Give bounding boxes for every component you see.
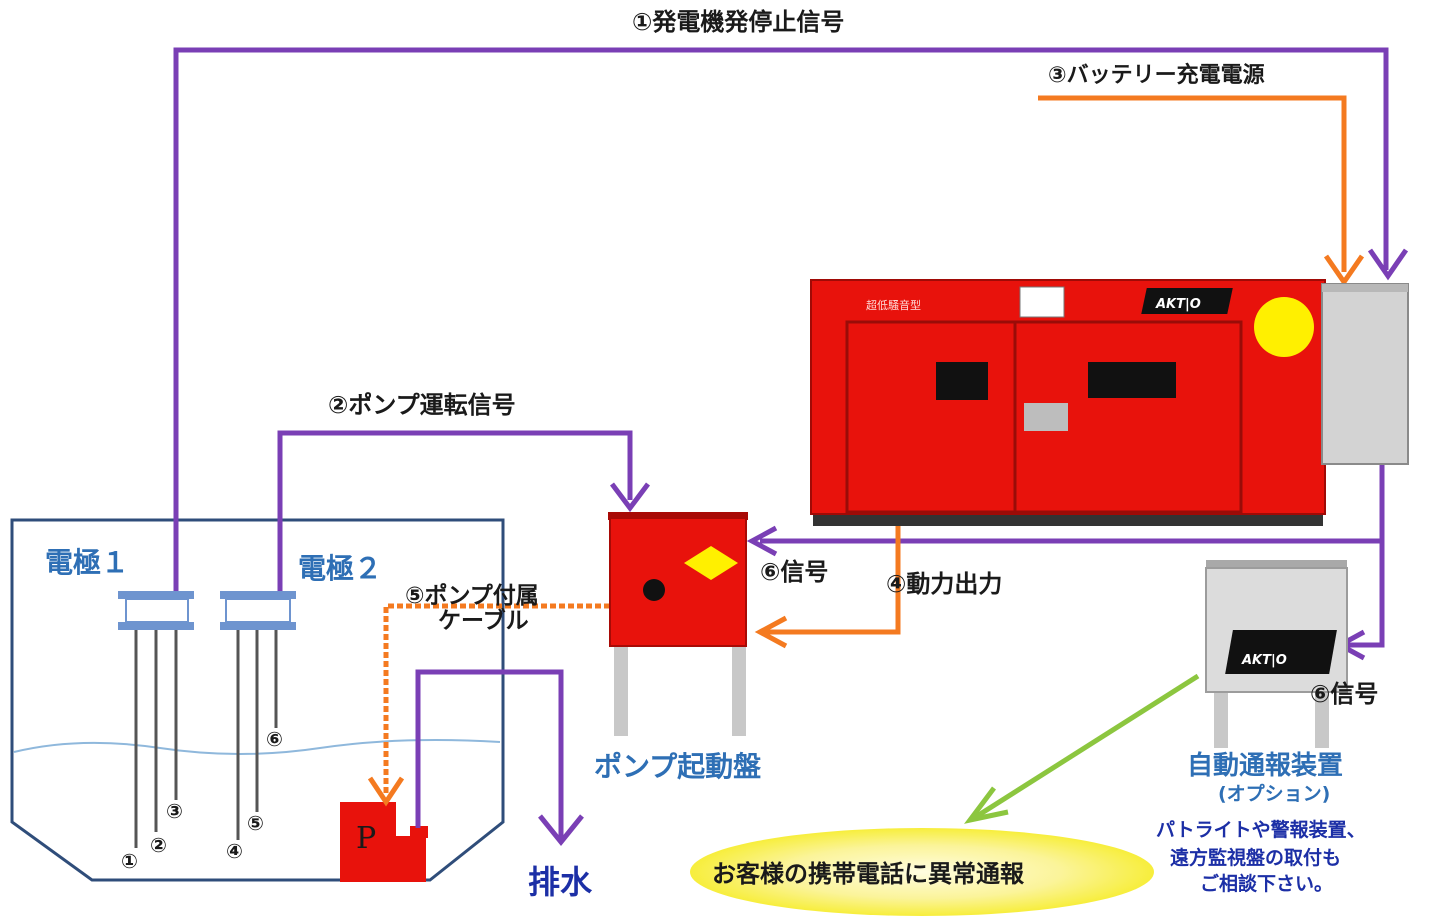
generator-window-right xyxy=(1088,362,1176,398)
generator-control-box xyxy=(1321,283,1409,465)
notification-arrow xyxy=(964,673,1200,824)
power-lines xyxy=(383,95,1347,796)
water-surface xyxy=(13,739,501,755)
generator-window-left xyxy=(936,362,988,400)
generator-base xyxy=(813,512,1323,526)
generator-brand: AKT|O xyxy=(1155,297,1201,312)
power-output-line xyxy=(762,514,901,635)
drain-label: 排水 xyxy=(528,863,593,901)
signal-6a-arrowhead xyxy=(746,525,778,557)
electrode-marker-1: ① xyxy=(121,849,138,873)
generator-door-right xyxy=(1013,320,1243,514)
alarm-device-label: 自動通報装置 xyxy=(1187,750,1343,781)
generator-start-stop-line xyxy=(173,47,1389,591)
pump-panel-label: ポンプ起動盤 xyxy=(594,750,762,783)
drain-arrowhead xyxy=(538,814,584,846)
generator-start-stop-label: ①発電機発停止信号 xyxy=(632,8,844,36)
electrode-marker-5: ⑤ xyxy=(247,811,264,835)
generator-model-text: 超低騒音型 xyxy=(866,298,921,312)
pump-cable-line xyxy=(383,603,610,796)
generator-signal-arrowhead xyxy=(1367,248,1409,281)
alarm-device-option: (オプション) xyxy=(1218,782,1330,805)
signal-lines xyxy=(173,47,1389,648)
alarm-note-line3: ご相談下さい。 xyxy=(1200,872,1333,895)
power-output-arrowhead xyxy=(754,615,788,649)
alarm-logo-plate xyxy=(1225,630,1337,674)
pump-cable-arrowhead xyxy=(367,776,405,807)
pump-cable-label-line2: ケーブル xyxy=(438,607,529,634)
electrode-marker-4: ④ xyxy=(226,839,243,863)
power-output-label: ④動力出力 xyxy=(886,570,1002,598)
generator-warning-lamp xyxy=(1254,297,1314,357)
alarm-device-brand: AKT|O xyxy=(1241,653,1287,668)
generator-panel-light xyxy=(1019,286,1065,318)
customer-notice-ellipse xyxy=(690,828,1154,916)
submersible-pump xyxy=(340,802,428,882)
battery-charge-label: ③バッテリー充電電源 xyxy=(1048,62,1265,88)
panel-indicator-black xyxy=(643,579,665,601)
electrode-marker-3: ③ xyxy=(166,799,183,823)
electrode-marker-2: ② xyxy=(150,833,167,857)
signal-6b-line xyxy=(1344,541,1385,648)
battery-charge-arrowhead xyxy=(1323,254,1365,287)
electrode-2-label: 電極２ xyxy=(298,552,382,585)
electrode-rods xyxy=(134,630,278,848)
signal-6a-label: ⑥信号 xyxy=(760,558,828,586)
pump-run-arrowhead xyxy=(610,482,650,513)
pump-run-label: ②ポンプ運転信号 xyxy=(328,391,516,419)
generator-logo-plate xyxy=(1141,288,1233,314)
battery-charge-line xyxy=(1038,95,1347,272)
generator xyxy=(810,279,1326,526)
alarm-note-line2: 遠方監視盤の取付も xyxy=(1170,846,1341,869)
pump-cable-label-line1: ⑤ポンプ付属 xyxy=(405,582,539,609)
electrode-marker-6: ⑥ xyxy=(266,727,283,751)
electrode-1-holder xyxy=(118,591,194,630)
customer-notice-text: お客様の携帯電話に異常通報 xyxy=(712,860,1025,888)
generator-gauge xyxy=(1024,403,1068,431)
alarm-note-line1: パトライトや警報装置、 xyxy=(1156,818,1366,841)
pump-letter: P xyxy=(356,821,376,856)
pump-run-line xyxy=(277,430,633,591)
pump-control-panel xyxy=(608,512,748,736)
electrode-2-holder xyxy=(220,591,296,630)
alarm-notification-device xyxy=(1205,560,1348,748)
drain-pipe xyxy=(415,669,564,840)
signal-6b-label: ⑥信号 xyxy=(1310,680,1378,708)
electrode-1-label: 電極１ xyxy=(45,546,129,579)
panel-indicator-yellow xyxy=(684,546,738,580)
